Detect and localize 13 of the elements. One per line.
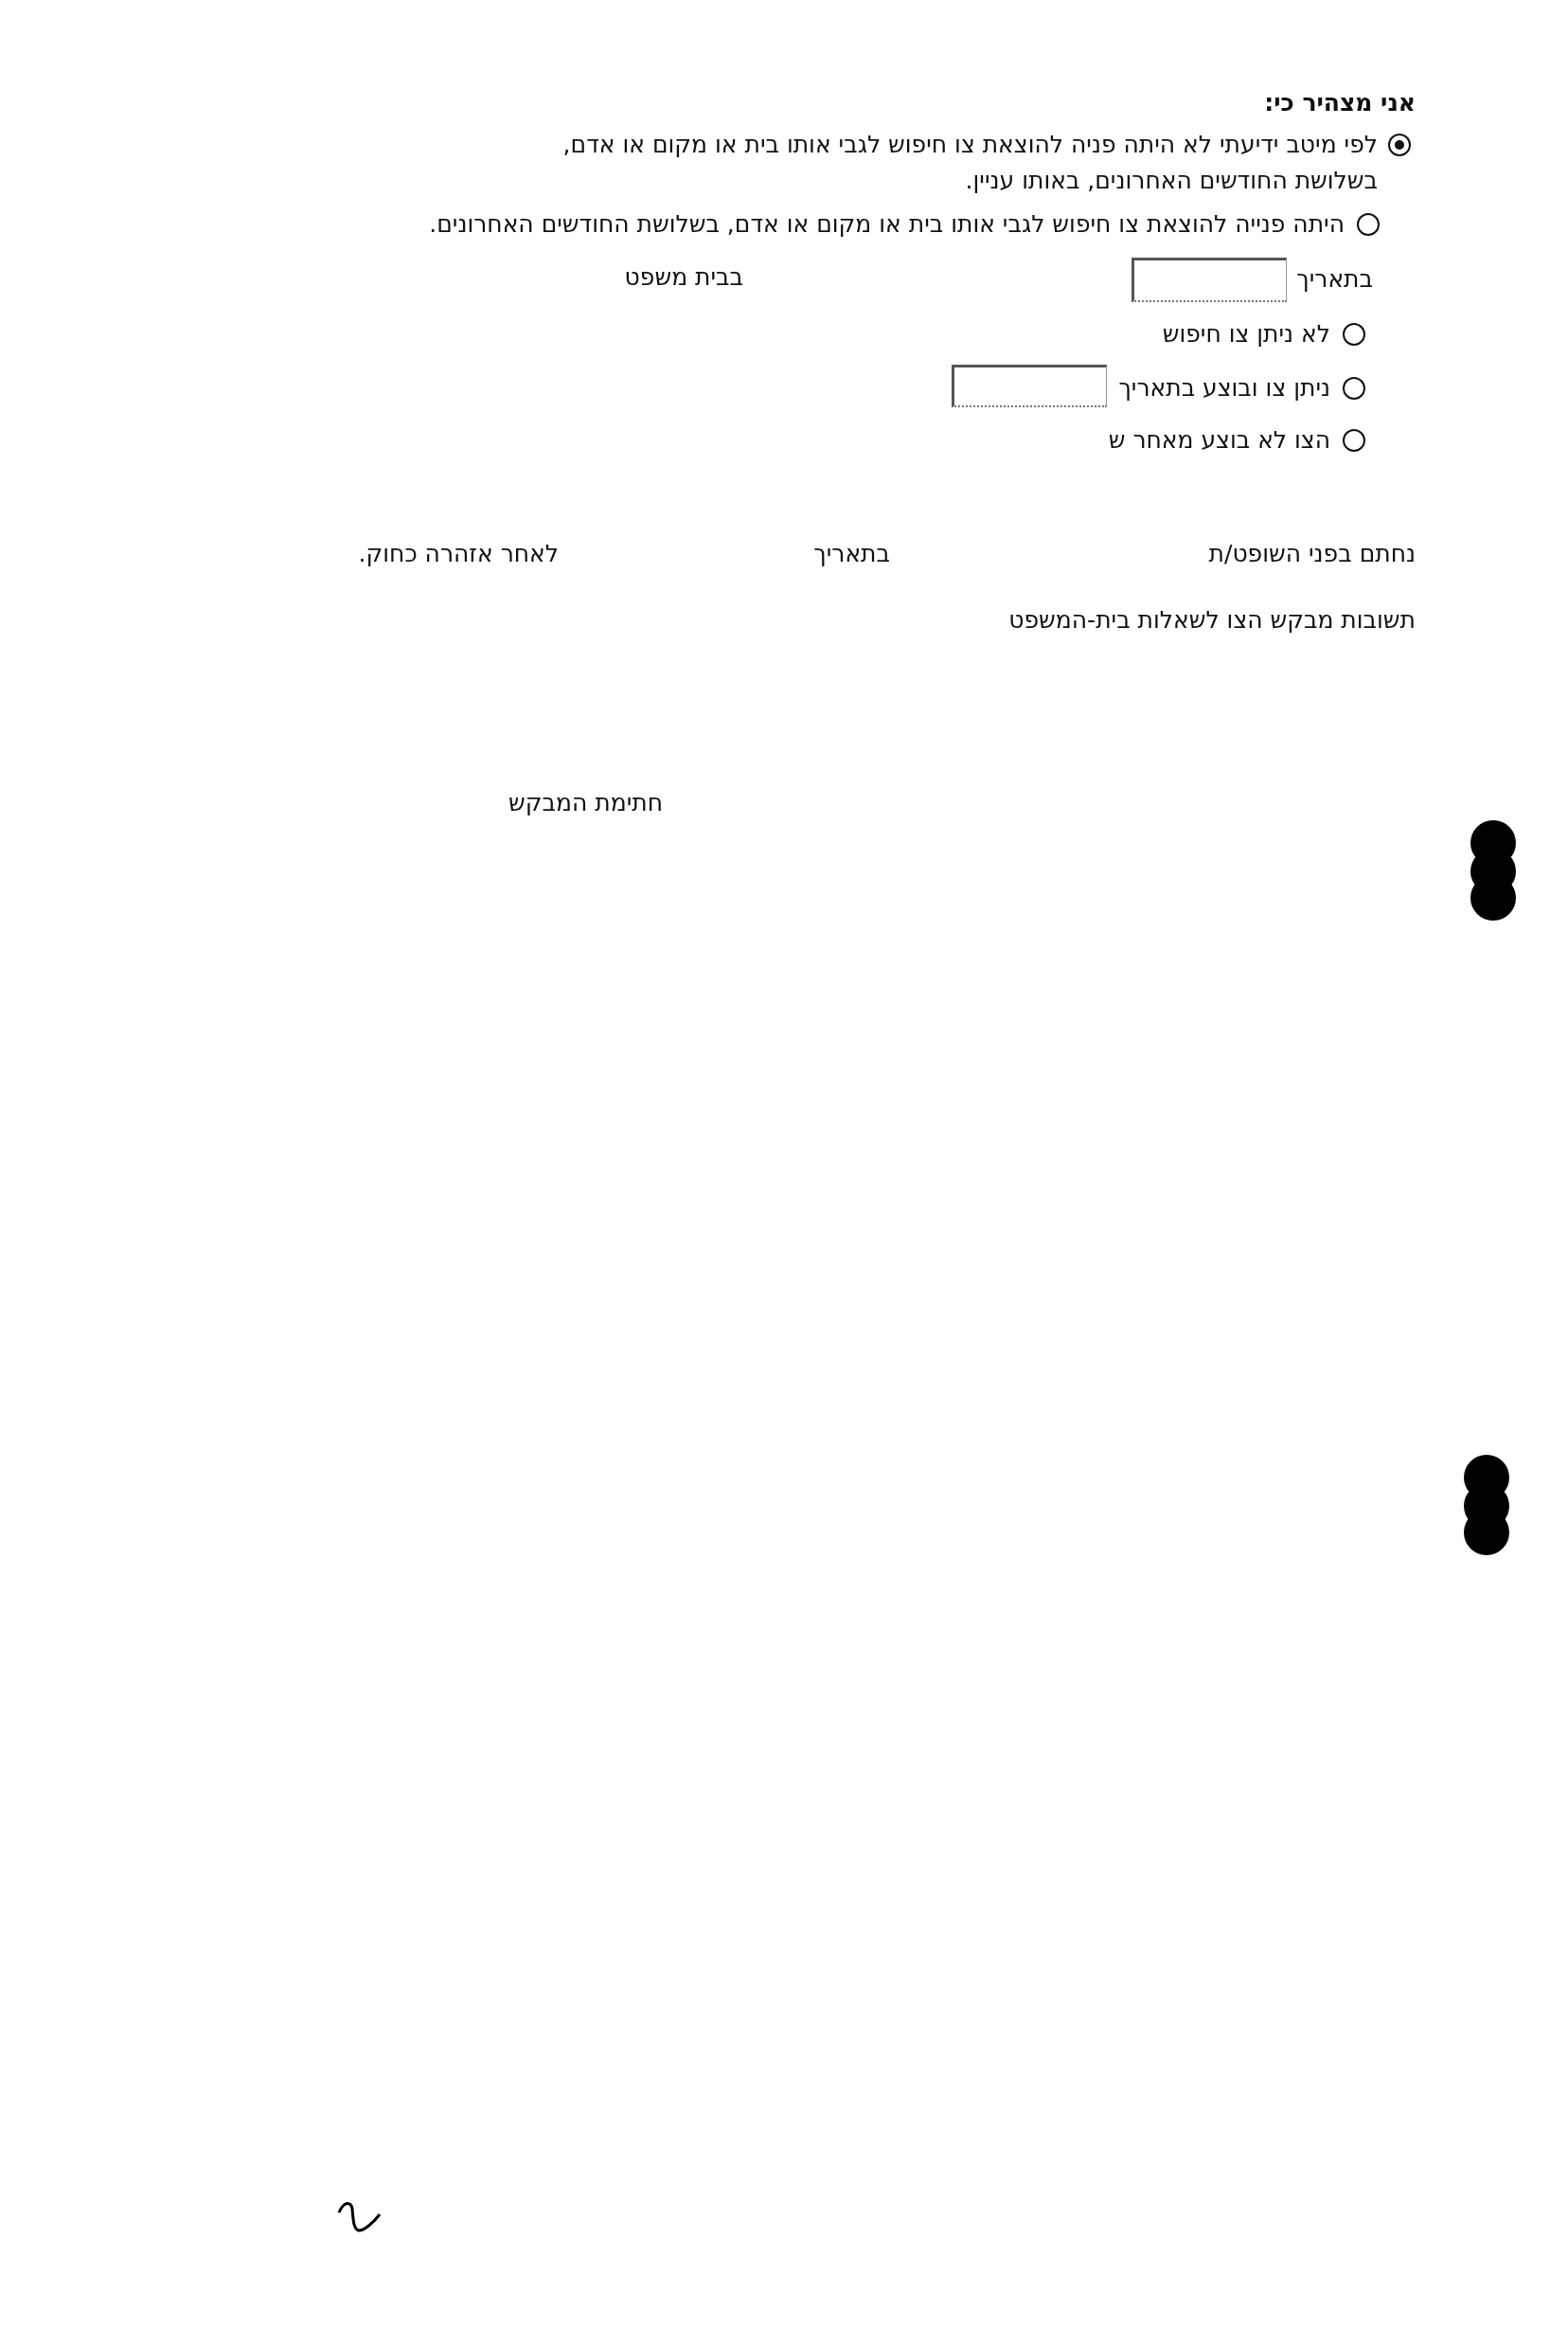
field-label: בבית משפט (624, 262, 743, 293)
form-heading: אני מצהיר כי: (1264, 88, 1416, 118)
signature-label: חתימת המבקש (508, 788, 663, 818)
section-heading: תשובות מבקש הצו לשאלות בית-המשפט (1008, 605, 1416, 636)
option-text: הצו לא בוצע מאחר ש (1108, 425, 1330, 456)
signature-line-text: נחתם בפני השופט/ת (1208, 539, 1416, 569)
option-text: ניתן צו ובוצע בתאריך (1118, 373, 1330, 403)
option-text: לא ניתן צו חיפוש (1162, 319, 1330, 349)
declaration-option-text: לפי מיטב ידיעתי לא היתה פניה להוצאת צו חיפוש לגבי אותו בית או מקום או אדם, בשלושת החודשים האחרונים, באותו עניין. (561, 130, 1378, 196)
field-label: בתאריך (1296, 264, 1373, 295)
field-label: בתאריך (813, 539, 890, 569)
declaration-option-text: היתה פנייה להוצאת צו חיפוש לגבי אותו בית או מקום או אדם, בשלושת החודשים האחרונים. (429, 209, 1345, 240)
signature-line-text: לאחר אזהרה כחוק. (358, 539, 559, 569)
